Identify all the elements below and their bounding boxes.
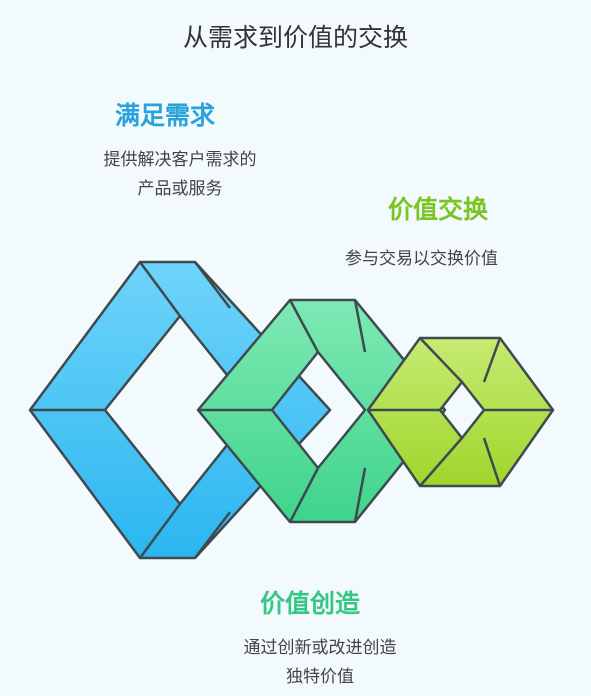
value-exchange-heading: 价值交换 (388, 195, 489, 224)
value-creation-heading: 价值创造 (260, 589, 361, 618)
value-creation-description: 通过创新或改进创造 独特价值 (210, 634, 430, 692)
value-creation-desc-line1: 通过创新或改进创造 (243, 638, 397, 658)
satisfy-needs-heading: 满足需求 (115, 101, 216, 130)
green-rhombus-frame (196, 298, 447, 524)
value-creation-desc-line2: 独特价值 (286, 667, 354, 687)
satisfy-needs-description: 提供解决客户需求的 产品或服务 (70, 146, 290, 204)
diagram-title: 从需求到价值的交换 (182, 23, 408, 52)
satisfy-needs-desc-line1: 提供解决客户需求的 (103, 150, 257, 170)
satisfy-needs-desc-line2: 产品或服务 (137, 179, 223, 199)
lime-rhombus-frame (366, 336, 555, 488)
value-exchange-description: 参与交易以交换价值 (345, 249, 498, 269)
blue-rhombus-frame (28, 260, 332, 560)
